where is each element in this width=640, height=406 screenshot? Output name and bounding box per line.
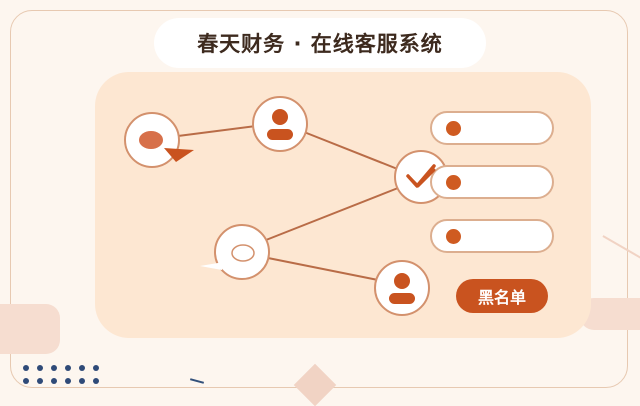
page-title: 春天财务 · 在线客服系统 <box>197 32 443 56</box>
check-icon-overlap <box>408 168 436 188</box>
chat-bubble-icon <box>139 131 194 162</box>
connector-line <box>303 131 401 171</box>
bullet-icon <box>446 175 461 190</box>
title-pill: 春天财务 · 在线客服系统 <box>154 18 486 68</box>
deco-block-left <box>0 304 60 354</box>
chat-node[interactable] <box>124 112 194 168</box>
user-icon <box>267 109 293 140</box>
connector-line <box>265 187 399 241</box>
user-node-top[interactable] <box>252 96 308 152</box>
info-field-3[interactable] <box>430 219 554 253</box>
chat-node-outline[interactable] <box>200 224 270 280</box>
bullet-icon <box>446 121 461 136</box>
chat-bubble-icon <box>200 244 255 270</box>
dot-grid <box>23 365 99 384</box>
bullet-icon <box>446 229 461 244</box>
info-field-2[interactable] <box>430 165 554 199</box>
user-icon <box>389 273 415 304</box>
info-field-1[interactable] <box>430 111 554 145</box>
user-node-bottom[interactable] <box>374 260 430 316</box>
connector-line <box>177 125 257 137</box>
connector-line <box>267 257 379 281</box>
blacklist-button[interactable]: 黑名单 <box>456 279 548 313</box>
